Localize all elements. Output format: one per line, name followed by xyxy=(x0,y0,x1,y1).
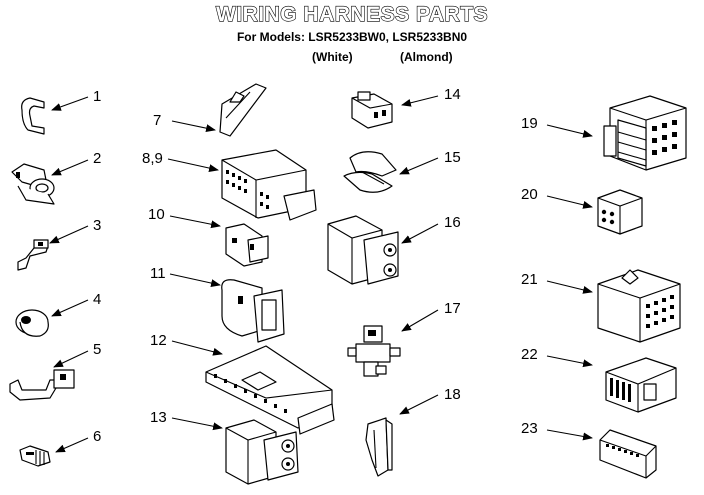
callout-21: 21 xyxy=(521,271,538,288)
callout-4: 4 xyxy=(93,291,102,308)
leader-arrow-12 xyxy=(171,340,223,356)
leader-arrow-14 xyxy=(401,95,439,107)
callout-13: 13 xyxy=(150,409,167,426)
callout-8-9: 8,9 xyxy=(142,150,163,167)
callout-15: 15 xyxy=(444,149,461,166)
leader-arrow-8-9 xyxy=(167,158,219,172)
part-23-edge-connector xyxy=(599,429,657,479)
part-5-strap-clamp xyxy=(9,369,75,401)
leader-arrow-16 xyxy=(401,223,439,244)
part-10-connector xyxy=(225,223,269,267)
part-1-clip xyxy=(21,97,45,135)
callout-5: 5 xyxy=(93,341,102,358)
leader-arrow-17 xyxy=(401,309,439,332)
callout-11: 11 xyxy=(150,265,166,282)
callout-16: 16 xyxy=(444,214,461,231)
callout-6: 6 xyxy=(93,428,102,445)
leader-arrow-15 xyxy=(399,157,439,175)
leader-arrow-13 xyxy=(171,417,223,431)
part-14-connector xyxy=(351,91,393,129)
part-4-grommet xyxy=(15,309,49,337)
callout-18: 18 xyxy=(444,386,461,403)
callout-17: 17 xyxy=(444,300,461,317)
callout-19: 19 xyxy=(521,115,538,132)
part-18-latch xyxy=(365,417,393,477)
part-2-cable-clamp xyxy=(11,163,55,205)
leader-arrow-23 xyxy=(546,429,593,441)
leader-arrow-20 xyxy=(546,195,593,209)
callout-22: 22 xyxy=(521,346,538,363)
leader-arrow-19 xyxy=(546,124,593,138)
leader-arrow-21 xyxy=(546,280,593,294)
callout-20: 20 xyxy=(521,186,538,203)
leader-arrow-11 xyxy=(169,273,221,287)
callout-14: 14 xyxy=(444,86,461,103)
part-12-terminal-strip xyxy=(205,345,335,435)
part-3-wire-clip xyxy=(17,239,49,271)
part-21-pin-block xyxy=(597,269,681,343)
callout-1: 1 xyxy=(93,88,102,105)
leader-arrow-18 xyxy=(399,394,439,415)
part-15-sleeve-clip xyxy=(343,151,397,193)
callout-12: 12 xyxy=(150,332,167,349)
variant-white-label: (White) xyxy=(312,50,353,64)
leader-arrow-4 xyxy=(51,299,89,317)
leader-arrows xyxy=(49,95,593,453)
leader-arrow-22 xyxy=(546,355,593,368)
page-title: WIRING HARNESS PARTS xyxy=(215,2,489,26)
part-13-connector xyxy=(225,419,299,485)
part-6-screw xyxy=(19,445,51,467)
callout-10: 10 xyxy=(148,206,165,223)
leader-arrow-2 xyxy=(51,159,89,176)
leader-arrow-10 xyxy=(169,215,221,229)
callout-23: 23 xyxy=(521,420,538,437)
callout-2: 2 xyxy=(93,150,102,167)
leader-arrow-3 xyxy=(49,225,89,244)
part-11-connector xyxy=(221,279,285,343)
part-7-bracket xyxy=(219,83,267,137)
leader-arrow-5 xyxy=(53,350,89,368)
leader-arrow-6 xyxy=(55,437,89,453)
variant-almond-label: (Almond) xyxy=(400,50,453,64)
part-19-block-connector xyxy=(603,95,687,171)
callout-7: 7 xyxy=(153,112,162,129)
leader-arrow-1 xyxy=(51,96,89,111)
part-8-9-housing xyxy=(221,149,317,221)
part-16-connector xyxy=(327,215,399,285)
leader-arrow-7 xyxy=(171,120,216,133)
part-20-cube-connector xyxy=(597,189,643,235)
model-subtitle: For Models: LSR5233BW0, LSR5233BN0 xyxy=(236,30,468,44)
callout-3: 3 xyxy=(93,217,102,234)
part-22-ribbed-connector xyxy=(605,357,677,413)
part-17-terminal-block xyxy=(347,325,401,377)
